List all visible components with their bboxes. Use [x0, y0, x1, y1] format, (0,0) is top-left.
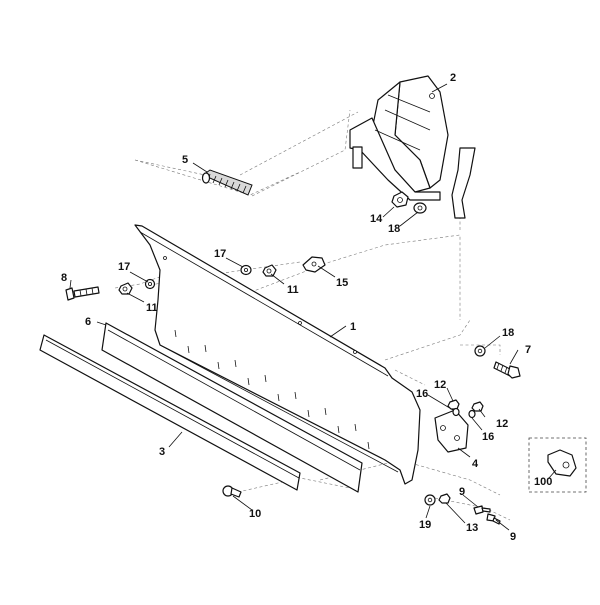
part-18-washer-upper [413, 202, 427, 214]
callout-12-b: 12 [496, 418, 508, 430]
callout-14: 14 [370, 213, 383, 225]
part-17-washer-top [240, 264, 252, 276]
part-1-blade [134, 224, 421, 485]
callout-4: 4 [472, 458, 479, 470]
callout-100: 100 [534, 476, 552, 488]
callout-16-a: 16 [416, 388, 428, 400]
part-10-pin [222, 485, 242, 498]
callout-15: 15 [336, 277, 348, 289]
callout-1: 1 [350, 321, 356, 333]
part-15-bracket [302, 256, 326, 273]
kit-100-box [528, 437, 587, 493]
callout-17-top: 17 [214, 248, 226, 260]
part-2-mounting-frame [349, 75, 476, 219]
callout-9-upper: 9 [459, 486, 465, 498]
callout-10: 10 [249, 508, 261, 520]
callout-19: 19 [419, 519, 431, 531]
callout-11-top: 11 [287, 284, 299, 296]
callout-13: 13 [466, 522, 478, 534]
part-4-side-bracket [434, 409, 469, 453]
callout-labels: 1 2 3 4 5 6 7 8 9 9 10 11 11 12 12 13 14… [61, 72, 552, 543]
part-7-bolt [493, 361, 521, 379]
callout-16-b: 16 [482, 431, 494, 443]
part-3-wear-strip [39, 334, 301, 491]
leader-lines [69, 83, 557, 531]
part-16-washer-a [452, 407, 460, 417]
part-12-nut-b [471, 401, 484, 412]
callout-11-left: 11 [146, 302, 158, 314]
part-19-washer [424, 494, 436, 506]
part-9-bolt-lower [486, 513, 501, 525]
callout-8: 8 [61, 272, 67, 284]
callout-3: 3 [159, 446, 165, 458]
callout-18-right: 18 [502, 327, 514, 339]
callout-6: 6 [85, 316, 91, 328]
part-6-cutting-edge [101, 322, 363, 493]
callout-18-upper: 18 [388, 223, 400, 235]
part-18-washer-right [474, 345, 486, 357]
part-11-nut-top [262, 264, 277, 277]
blade-slots [174, 329, 370, 450]
part-11-nut-left [118, 282, 133, 295]
part-16-washer-b [468, 409, 476, 419]
callout-5: 5 [182, 154, 188, 166]
part-5-handle-grip [201, 169, 253, 196]
callout-7: 7 [525, 344, 531, 356]
part-8-bolt [65, 286, 100, 301]
part-17-washer-left [144, 278, 156, 290]
callout-12-a: 12 [434, 379, 446, 391]
callout-2: 2 [450, 72, 456, 84]
callout-9-lower: 9 [510, 531, 516, 543]
part-13-nut [438, 493, 451, 504]
part-14-nut [391, 191, 409, 208]
callout-17-left: 17 [118, 261, 130, 273]
part-9-bolt-upper [473, 505, 491, 515]
